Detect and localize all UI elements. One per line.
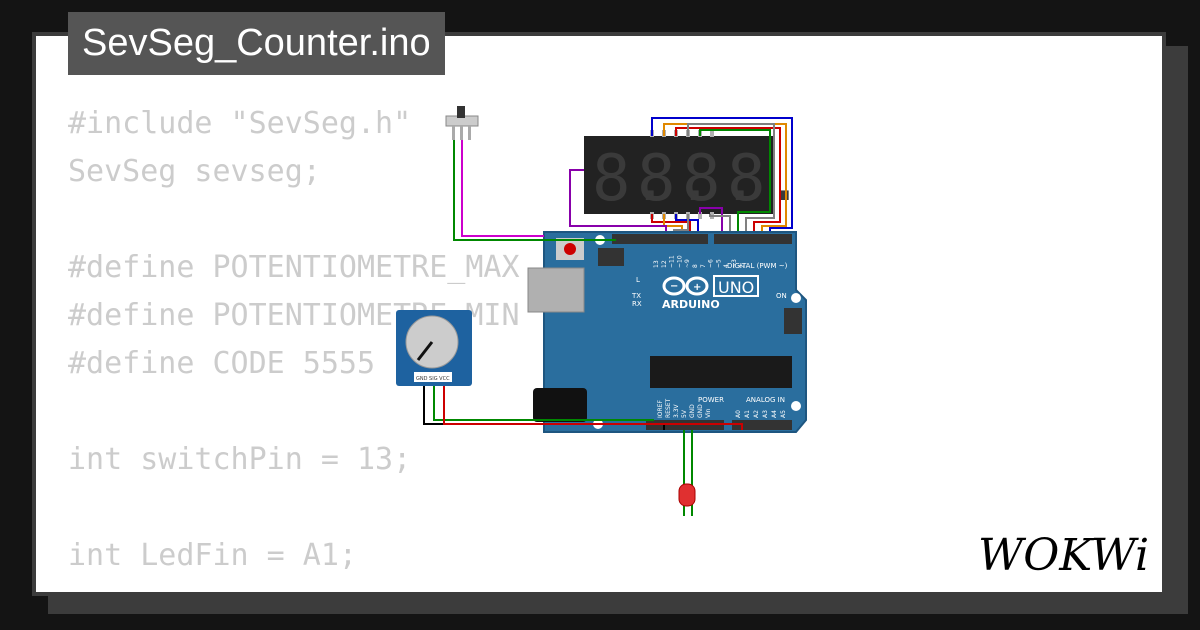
pin-label: 7	[700, 264, 707, 268]
power-label: POWER	[698, 396, 724, 404]
potentiometer[interactable]: GND SIG VCC	[396, 310, 472, 386]
pin-label: ~11	[669, 255, 676, 268]
pin-label: A5	[780, 410, 787, 418]
slide-switch[interactable]	[445, 106, 479, 140]
pin-label: 3.3V	[673, 403, 680, 418]
code-line: int LedFin = A1;	[68, 538, 357, 573]
red-led[interactable]	[678, 483, 696, 507]
pin-label: RESET	[665, 398, 672, 418]
analog-label: ANALOG IN	[746, 396, 785, 404]
pin-label: A1	[744, 410, 751, 418]
pin-label: 5V	[681, 409, 688, 418]
code-preview: #include "SevSeg.h" SevSeg sevseg; #define…	[68, 100, 520, 580]
board-model: UNO	[718, 278, 754, 297]
code-line: SevSeg sevseg;	[68, 154, 321, 189]
code-line: #define CODE 5555	[68, 346, 376, 381]
code-line: #include "SevSeg.h"	[68, 106, 412, 141]
display-digits: 8.8.8.8.	[592, 142, 804, 216]
pin-label: A2	[753, 410, 760, 418]
switch-wire-2	[461, 140, 544, 237]
wokwi-logo-text: WOKWi	[978, 530, 1149, 581]
pin-label: 12	[661, 260, 668, 268]
pin-label: ~10	[676, 255, 683, 268]
arduino-logo-icon	[662, 276, 709, 296]
pin-label: ~9	[684, 259, 691, 268]
pin-label: 8	[692, 264, 699, 268]
pin-label: 13	[653, 260, 660, 268]
svg-text:+: +	[693, 282, 701, 293]
pin-label: A0	[735, 410, 742, 418]
l-label: L	[636, 276, 640, 284]
pot-pin-labels: GND SIG VCC	[416, 376, 450, 382]
pin-label: A4	[771, 410, 778, 418]
pin-label: ~5	[715, 259, 722, 268]
on-label: ON	[776, 292, 787, 300]
pin-label: ~3	[731, 259, 738, 268]
display-digit: 8.	[637, 142, 714, 216]
project-filename: SevSeg_Counter.ino	[68, 12, 445, 75]
power-jack	[533, 388, 587, 422]
digital-label: DIGITAL (PWM ~)	[727, 262, 788, 270]
board-brand: ARDUINO	[662, 298, 720, 311]
pin-label: 2	[739, 264, 746, 268]
pin-label: 4	[723, 264, 730, 268]
pin-label: ~6	[708, 259, 715, 268]
pin-label: Vin	[705, 408, 712, 418]
pin-label: GND	[697, 404, 704, 418]
wokwi-logo: WOKWi	[978, 530, 1149, 581]
seven-segment-display[interactable]: 8.8.8.8.	[584, 130, 804, 219]
switch-wire	[453, 140, 616, 241]
display-digit: 8.	[682, 142, 759, 216]
tx-label: TX	[631, 292, 641, 300]
display-digit: 8.	[592, 142, 669, 216]
potentiometer-wires	[423, 386, 743, 430]
usb-port	[527, 267, 585, 313]
atmega-chip	[650, 356, 792, 388]
code-line: int switchPin = 13;	[68, 442, 412, 477]
svg-text:−: −	[670, 281, 678, 292]
display-wires	[569, 117, 793, 236]
rx-label: RX	[632, 300, 642, 308]
code-line: #define POTENTIOMETRE_MAX	[68, 250, 520, 285]
pin-label: IOREF	[657, 400, 664, 418]
pin-label: GND	[689, 404, 696, 418]
pin-label: A3	[762, 410, 769, 418]
arduino-board[interactable]: − + UNO ARDUINO ON L TX RX DIGITAL (PWM …	[527, 231, 807, 433]
